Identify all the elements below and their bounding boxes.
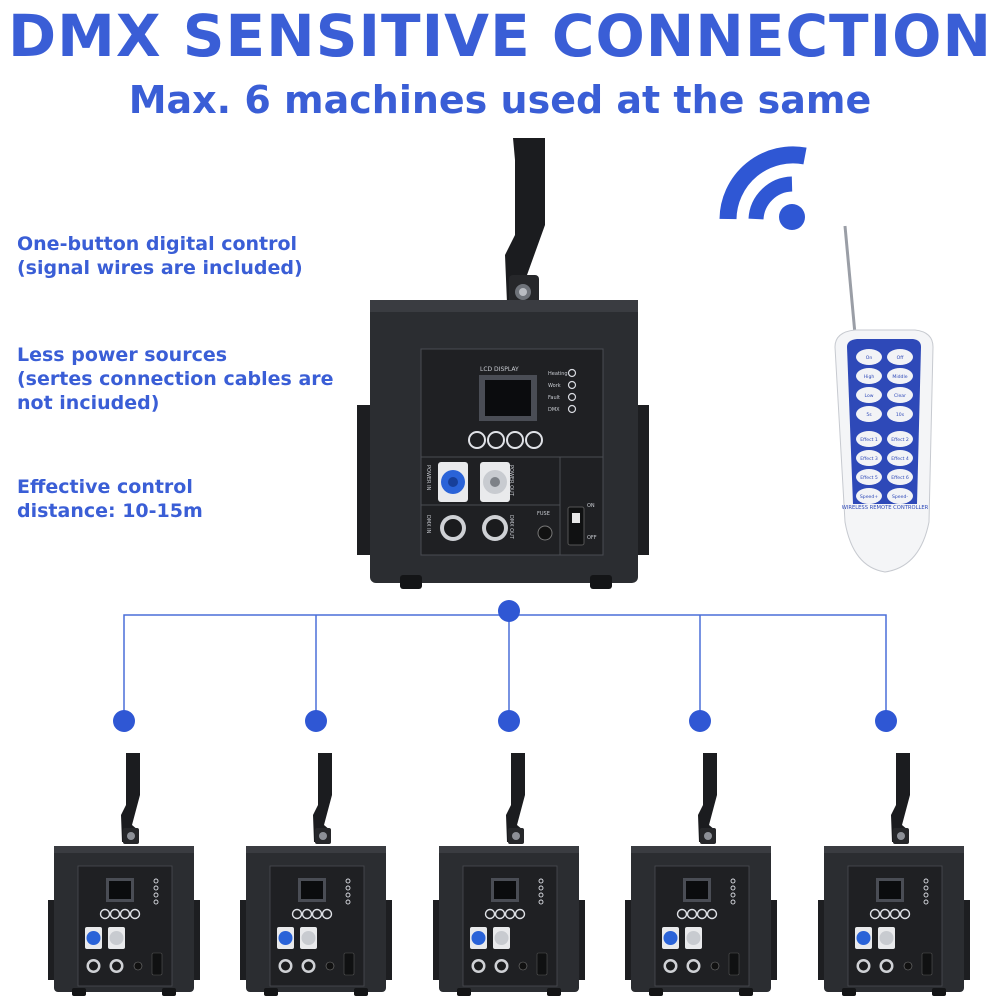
remote-button bbox=[887, 349, 913, 365]
remote-button bbox=[856, 368, 882, 384]
remote-button bbox=[887, 368, 913, 384]
remote-button bbox=[856, 431, 882, 447]
slave-node-dot bbox=[498, 710, 520, 732]
slave-node-dot bbox=[875, 710, 897, 732]
wifi-icon bbox=[719, 146, 807, 230]
remote-button-label: Effect 1 bbox=[860, 437, 878, 443]
remote-button-label: High bbox=[864, 374, 875, 380]
remote-button-label: 5s bbox=[866, 412, 872, 418]
lcd-display-label: LCD DISPLAY bbox=[480, 366, 519, 373]
power-in-label: POWER IN bbox=[425, 465, 431, 491]
remote-button bbox=[887, 387, 913, 403]
slave-node-dot bbox=[113, 710, 135, 732]
remote-button-label: On bbox=[866, 355, 873, 361]
remote-button-label: Clear bbox=[894, 393, 906, 399]
switch-off-label: OFF bbox=[587, 535, 597, 541]
indicator-label-dmx: DMX bbox=[548, 407, 560, 413]
remote-button-label: Effect 6 bbox=[891, 475, 909, 481]
slave-machine bbox=[48, 750, 200, 1004]
up-button bbox=[487, 431, 505, 449]
slave-machine bbox=[818, 750, 970, 1004]
remote-button bbox=[887, 450, 913, 466]
mount-handle bbox=[505, 138, 545, 307]
power-switch bbox=[567, 506, 585, 546]
remote-button bbox=[856, 387, 882, 403]
dmx-in-label: DMX IN bbox=[425, 515, 431, 534]
antenna bbox=[843, 225, 857, 335]
remote-button bbox=[856, 406, 882, 422]
remote-button bbox=[887, 469, 913, 485]
slave-node-dot bbox=[689, 710, 711, 732]
remote-button-label: Effect 4 bbox=[891, 456, 909, 462]
remote-button bbox=[887, 431, 913, 447]
feature-control-distance: Effective control distance: 10-15m bbox=[17, 476, 203, 522]
remote-button-label: Speed+ bbox=[860, 494, 878, 500]
remote-button-label: Effect 2 bbox=[891, 437, 909, 443]
remote-button-label: Effect 5 bbox=[860, 475, 878, 481]
home-button bbox=[468, 431, 486, 449]
fuse-label: FUSE bbox=[537, 511, 550, 517]
remote-button bbox=[856, 488, 882, 504]
slave-machine bbox=[433, 750, 585, 1004]
remote-button-label: Off bbox=[897, 355, 905, 361]
power-out-label: POWER OUT bbox=[508, 465, 514, 497]
remote-button bbox=[887, 406, 913, 422]
control-buttons bbox=[468, 431, 543, 449]
page-subtitle: Max. 6 machines used at the same bbox=[128, 78, 872, 122]
remote-button-label: Effect 3 bbox=[860, 456, 878, 462]
slave-machine bbox=[625, 750, 777, 1004]
master-machine: LCD DISPLAY Heating Work Fault DMX POWER… bbox=[357, 138, 649, 589]
master-node-dot bbox=[498, 600, 520, 622]
indicator-label-work: Work bbox=[548, 383, 561, 389]
remote-button bbox=[856, 469, 882, 485]
feature-power-sources: Less power sources (sertes connection ca… bbox=[17, 344, 334, 414]
enter-button bbox=[525, 431, 543, 449]
remote-label: WIRELESS REMOTE CONTROLLER bbox=[842, 505, 929, 511]
remote-button bbox=[856, 349, 882, 365]
down-button bbox=[506, 431, 524, 449]
indicator-label-fault: Fault bbox=[548, 395, 560, 401]
remote-button bbox=[887, 488, 913, 504]
remote-button-label: Middle bbox=[892, 374, 907, 380]
slave-machine bbox=[240, 750, 392, 1004]
indicator-label-heating: Heating bbox=[548, 371, 568, 377]
dmx-out-label: DMX OUT bbox=[508, 515, 514, 540]
remote-button-label: 10s bbox=[896, 412, 905, 418]
page-title: DMX SENSITIVE CONNECTION bbox=[7, 2, 993, 70]
remote-button-label: Speed- bbox=[892, 494, 908, 500]
connection-lines bbox=[123, 612, 887, 722]
slave-node-dot bbox=[305, 710, 327, 732]
switch-on-label: ON bbox=[587, 503, 595, 509]
feature-digital-control: One-button digital control (signal wires… bbox=[17, 233, 303, 279]
remote-button bbox=[856, 450, 882, 466]
remote-button-label: Low bbox=[864, 393, 873, 399]
